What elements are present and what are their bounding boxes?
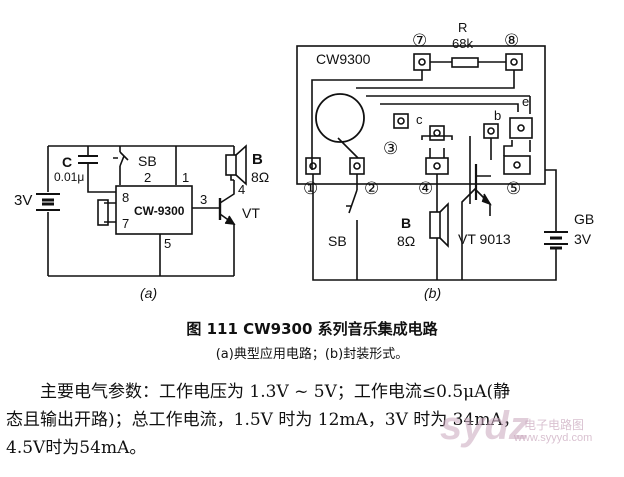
wire (312, 169, 557, 281)
emitter-arrow (224, 215, 236, 225)
body-line: 4.5V时为54mA。 (6, 438, 147, 458)
speaker-value: 8Ω (251, 169, 269, 185)
transistor-label: VT 9013 (458, 231, 511, 247)
speaker-coil (225, 154, 237, 176)
pad-hole (513, 161, 521, 169)
pad-hole (353, 162, 361, 170)
switch-sb (346, 189, 358, 280)
pad-label-5: ⑤ (506, 179, 521, 198)
watermark-site: www.syyyd.com (514, 432, 593, 444)
emitter-arrow (481, 193, 492, 206)
pad-label-2: ② (364, 179, 379, 198)
terminal-e: e (522, 94, 529, 109)
wire (230, 175, 234, 181)
figure-subtitle: (a)典型应用电路；(b)封装形式。 (215, 347, 409, 362)
transistor-label: VT (242, 205, 260, 221)
pin-label: 3 (200, 192, 207, 207)
pad-label-1: ① (303, 179, 318, 198)
pad-hole (433, 129, 441, 137)
resistor-value: 68k (452, 36, 473, 51)
switch-label: SB (138, 153, 157, 169)
body-line: 主要电气参数：工作电压为 1.3V ~ 5V；工作电流≤0.5μA(静 (40, 382, 511, 402)
transistor-collector (461, 187, 477, 280)
wire (104, 202, 116, 223)
trace (380, 103, 519, 112)
wire (469, 136, 492, 204)
pad-e (509, 117, 533, 139)
pin-label: 5 (164, 236, 171, 251)
speaker-label: B (252, 151, 263, 168)
pin-resistor (97, 199, 109, 226)
watermark-name: 电子电路图 (524, 418, 585, 432)
circuit-a (36, 144, 247, 277)
pad-hole (309, 162, 317, 170)
terminal-c: c (416, 112, 423, 127)
circuit-b (296, 45, 568, 281)
chip-label: CW9300 (316, 51, 371, 67)
pin-label: 7 (122, 216, 129, 231)
pad-3 (393, 113, 409, 129)
pin-label: 2 (144, 170, 151, 185)
board-outline (296, 45, 546, 185)
chip-blob (315, 93, 365, 143)
switch-label: SB (328, 233, 347, 249)
pad-b (483, 123, 499, 139)
pin-label: 8 (122, 190, 129, 205)
battery-label: GB (574, 211, 594, 227)
pad-hole (397, 117, 405, 125)
pin-label: 1 (182, 170, 189, 185)
pad-5 (503, 155, 531, 175)
ic-label: CW-9300 (134, 204, 185, 218)
resistor-r (451, 57, 479, 68)
trace (356, 70, 515, 89)
circuit-b-labels: CW9300 R 68k ⑦ ⑧ ① ② ③ ④ ⑤ c b e SB B 8Ω… (303, 20, 594, 301)
capacitor-value: 0.01μ (54, 170, 84, 184)
speaker-value: 8Ω (397, 233, 415, 249)
trace (503, 140, 531, 156)
body-line: 态且输出开路)；总工作电流，1.5V 时为 12mA，3V 时为 34mA， (6, 410, 520, 430)
terminal-b: b (494, 108, 501, 123)
supply-label: 3V (14, 192, 32, 209)
pad-hole (487, 127, 495, 135)
body-paragraph: 主要电气参数：工作电压为 1.3V ~ 5V；工作电流≤0.5μA(静 态且输出… (6, 378, 618, 462)
figure-title: 图 111 CW9300 系列音乐集成电路 (186, 320, 438, 338)
wire (87, 146, 116, 193)
battery-value: 3V (574, 231, 592, 247)
pad-hole (418, 58, 426, 66)
pad-1 (305, 157, 321, 175)
trace (337, 137, 359, 159)
speaker-label: B (401, 215, 411, 231)
pad-8 (505, 53, 523, 71)
sub-label-a: (a) (140, 285, 157, 301)
pin-label: 4 (238, 182, 245, 197)
pad-hole (510, 58, 518, 66)
sub-label-b: (b) (424, 285, 441, 301)
pad-7 (413, 53, 431, 71)
resistor-label: R (458, 20, 467, 35)
trace (311, 70, 423, 170)
pad-label-3: ③ (383, 139, 398, 158)
pad-hole (433, 162, 441, 170)
capacitor-label: C (62, 154, 72, 170)
circuit-figure: C 0.01μ SB 3V CW-9300 2 1 8 7 3 4 5 B 8Ω… (14, 20, 594, 301)
pad-label-4: ④ (418, 179, 433, 198)
pad-hole (517, 124, 525, 132)
pad-4 (425, 157, 449, 175)
pad-label-8: ⑧ (504, 31, 519, 50)
switch-sb (113, 151, 129, 167)
pad-c (429, 125, 445, 141)
speaker-cone (439, 202, 449, 248)
watermark-logo: sydz (440, 404, 529, 448)
speaker-coil (429, 211, 441, 239)
ic-body (115, 185, 193, 235)
transistor-collector (219, 180, 235, 204)
speaker-cone (235, 144, 247, 186)
pad-label-7: ⑦ (412, 31, 427, 50)
circuit-a-labels: C 0.01μ SB 3V CW-9300 2 1 8 7 3 4 5 B 8Ω… (14, 151, 269, 301)
pad-2 (349, 157, 365, 175)
